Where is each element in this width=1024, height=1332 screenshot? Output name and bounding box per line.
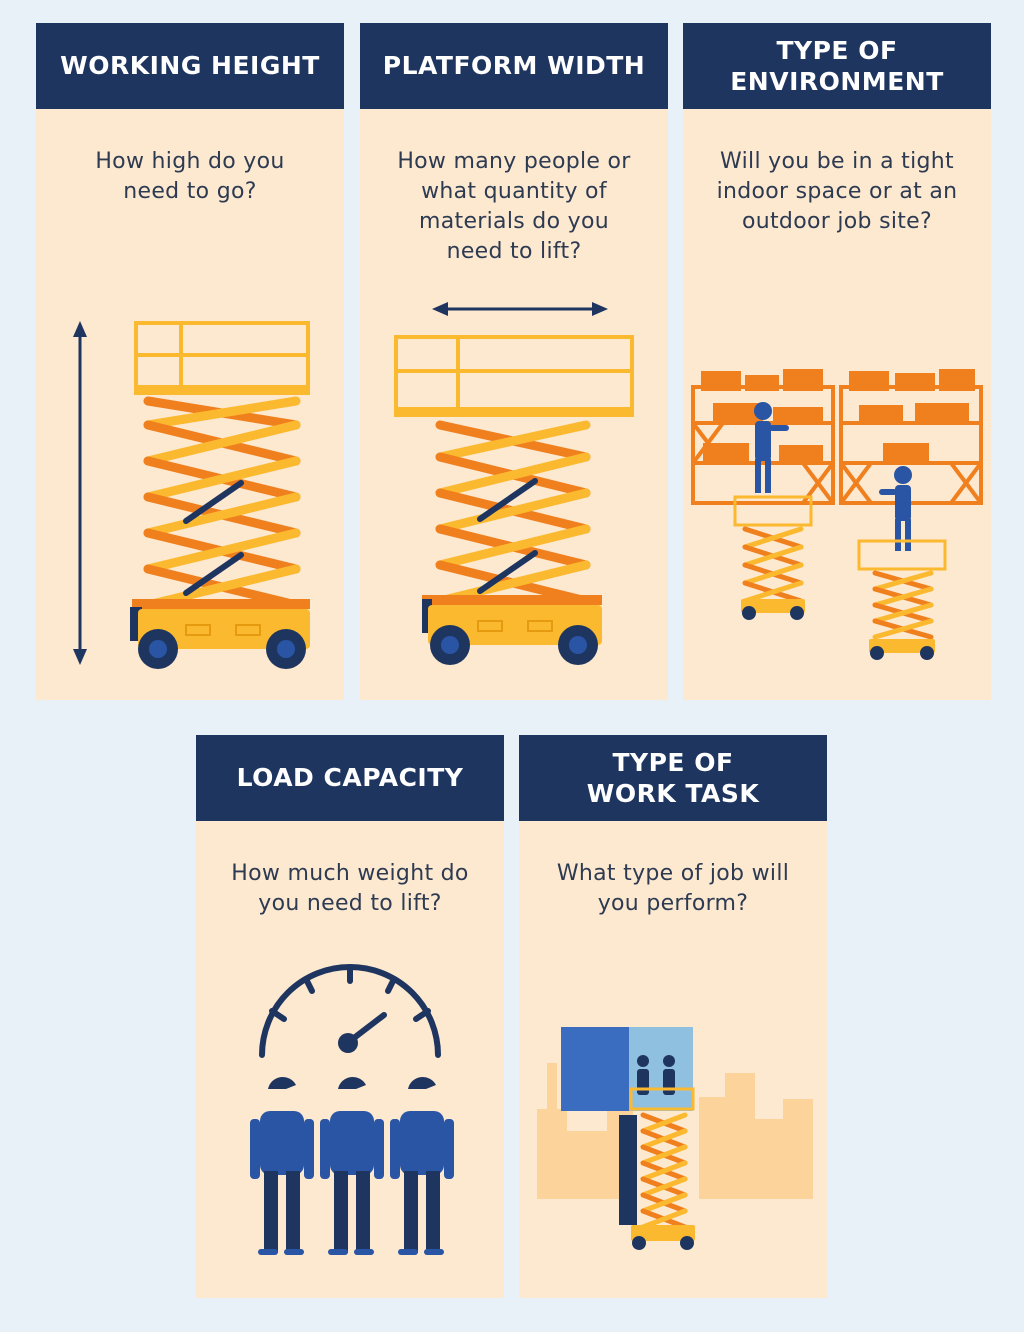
scissor-lift-illustration bbox=[73, 321, 310, 669]
person-icon bbox=[390, 1076, 454, 1255]
height-arrow-icon bbox=[73, 321, 87, 665]
card-type-of-work-task: TYPE OF WORK TASK What type of job will … bbox=[519, 735, 827, 1298]
card-type-of-environment: TYPE OF ENVIRONMENT Will you be in a tig… bbox=[683, 23, 991, 700]
card-title: PLATFORM WIDTH bbox=[360, 23, 668, 109]
warehouse-lifts-illustration bbox=[691, 369, 983, 660]
width-arrow-icon bbox=[432, 302, 608, 316]
card-title: TYPE OF ENVIRONMENT bbox=[683, 23, 991, 109]
card-question: What type of job will you perform? bbox=[556, 861, 790, 916]
card-platform-width: PLATFORM WIDTH How many people or what q… bbox=[360, 23, 668, 700]
wide-scissor-lift-illustration bbox=[394, 302, 634, 665]
card-title: LOAD CAPACITY bbox=[196, 735, 504, 821]
card-working-height: WORKING HEIGHT How high do you need to g… bbox=[36, 23, 344, 700]
city-skyline-icon bbox=[537, 1063, 813, 1199]
card-question: Will you be in a tight indoor space or a… bbox=[716, 149, 958, 234]
load-gauge-illustration bbox=[250, 964, 454, 1255]
person-icon bbox=[320, 1076, 384, 1255]
card-question: How many people or what quantity of mate… bbox=[397, 149, 631, 264]
card-load-capacity: LOAD CAPACITY How much weight do you nee… bbox=[196, 735, 504, 1298]
card-question: How high do you need to go? bbox=[95, 149, 285, 204]
card-question: How much weight do you need to lift? bbox=[231, 861, 469, 916]
card-title: TYPE OF WORK TASK bbox=[519, 735, 827, 821]
worker-icon bbox=[754, 402, 789, 493]
billboard-work-illustration bbox=[537, 1027, 813, 1250]
person-icon bbox=[250, 1076, 314, 1255]
gauge-icon bbox=[259, 964, 441, 1058]
card-title: WORKING HEIGHT bbox=[36, 23, 344, 109]
